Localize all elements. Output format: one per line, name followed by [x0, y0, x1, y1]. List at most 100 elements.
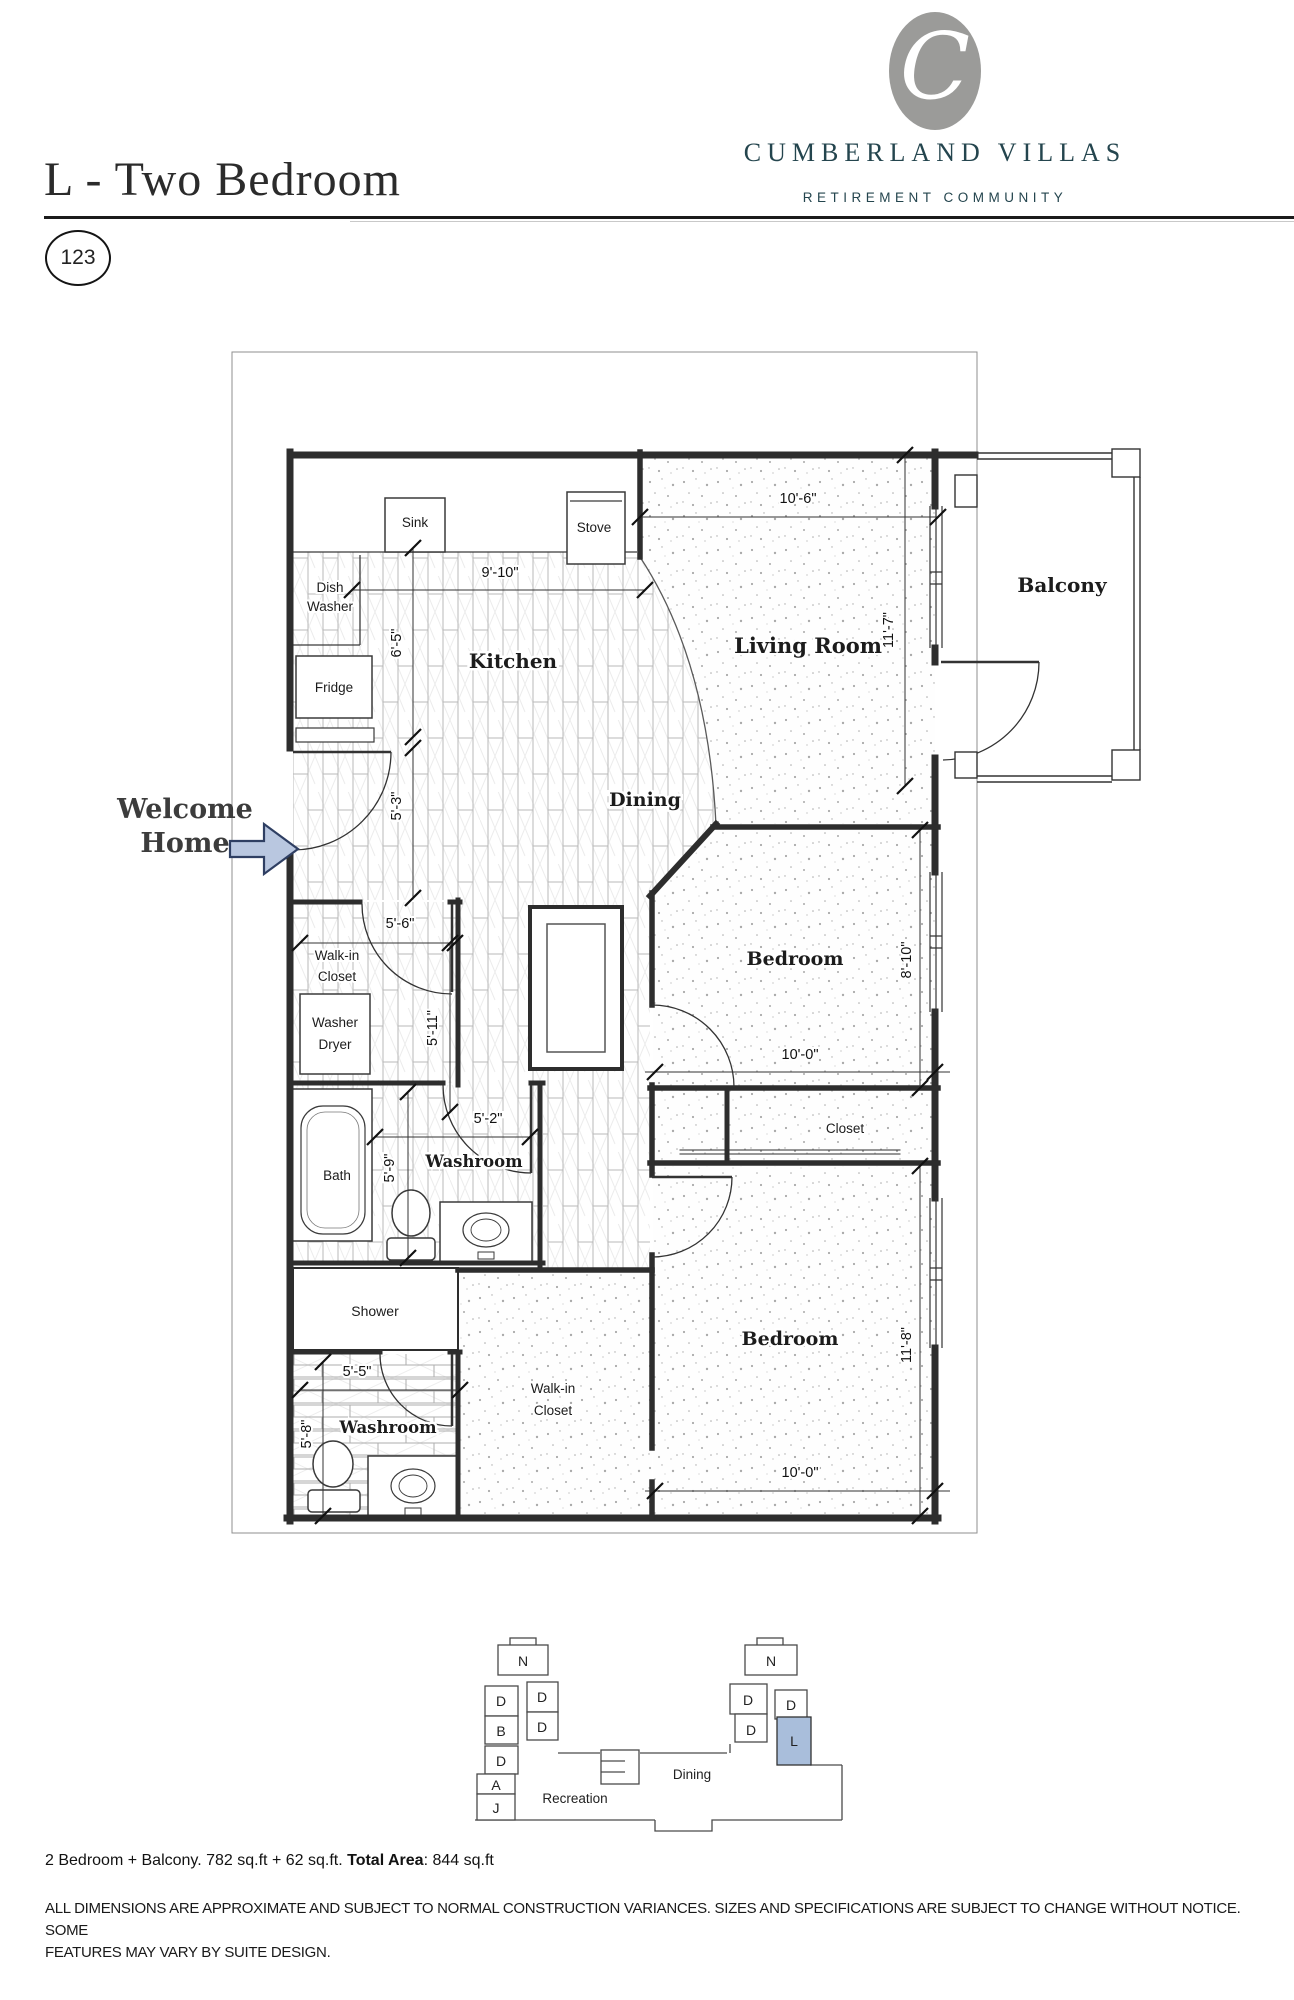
site-letter: J [493, 1800, 500, 1816]
label-dishwasher-line1: Dish [316, 580, 343, 595]
site-letter: A [491, 1777, 501, 1793]
toilet-1 [391, 1189, 431, 1237]
site-letter: D [537, 1689, 547, 1705]
site-unit [526, 1711, 559, 1741]
site-letter: D [537, 1719, 547, 1735]
site-plan: N D D D B D A J N D D D L Recreation Din… [475, 1637, 843, 1832]
total-area-label: Total Area [347, 1852, 424, 1869]
site-unit [497, 1644, 549, 1676]
site-area-recreation: Recreation [542, 1791, 607, 1806]
dim-bedroom1-depth: 8'-10" [899, 942, 915, 979]
label-bedroom-2: Bedroom [742, 1328, 839, 1350]
site-unit [484, 1715, 519, 1745]
plan-frame [231, 351, 978, 1534]
label-closet: Closet [826, 1121, 865, 1136]
header-rule [44, 216, 1294, 219]
floor-plan: 10'-6" 9'-10" 6'-5" 5'-3" 11'-7" 5'-6" 5… [228, 351, 1141, 1534]
label-wic2-line1: Walk-in [531, 1381, 576, 1396]
suite-number-badge: 123 [45, 230, 111, 286]
site-unit [734, 1713, 768, 1743]
page-title: L - Two Bedroom [44, 153, 401, 206]
dim-bedroom2-depth: 11'-8" [899, 1327, 915, 1363]
site-letter: D [496, 1693, 506, 1709]
disclaimer: ALL DIMENSIONS ARE APPROXIMATE AND SUBJE… [45, 1898, 1285, 1964]
site-letter-highlighted: L [790, 1733, 798, 1749]
dim-washroom2-width: 5'-5" [343, 1364, 372, 1380]
balcony-structure [954, 448, 1141, 783]
bathtub [300, 1105, 366, 1235]
label-wic1-line1: Walk-in [315, 948, 360, 963]
site-letter: D [743, 1692, 753, 1708]
header-rule-shadow [350, 221, 1294, 222]
site-unit [476, 1793, 516, 1821]
site-unit [526, 1681, 559, 1713]
dim-bedroom1-width: 10'-0" [782, 1047, 819, 1063]
label-wic2-line2: Closet [534, 1403, 573, 1418]
site-area-dining: Dining [673, 1767, 711, 1782]
windows [929, 506, 943, 1348]
brand-logo-icon: C [889, 12, 981, 130]
label-kitchen: Kitchen [469, 649, 558, 673]
dim-bedroom2-width: 10'-0" [782, 1465, 819, 1481]
counter-shelf [295, 727, 375, 743]
label-bath: Bath [323, 1168, 351, 1183]
dim-washroom1-width: 5'-2" [474, 1111, 503, 1127]
brand-initial: C [899, 13, 971, 120]
site-letter: N [518, 1653, 528, 1669]
site-unit [774, 1689, 808, 1720]
suite-summary: 2 Bedroom + Balcony. 782 sq.ft + 62 sq.f… [45, 1852, 494, 1870]
dim-washroom1-depth: 5'-9" [382, 1154, 398, 1183]
label-dryer: Dryer [319, 1037, 353, 1052]
total-area-value: : 844 sq.ft [423, 1852, 494, 1869]
dimension-labels: 10'-6" 9'-10" 6'-5" 5'-3" 11'-7" 5'-6" 5… [297, 489, 917, 1483]
sink-box [384, 497, 446, 553]
dim-kitchen-depth: 6'-5" [389, 629, 405, 658]
site-unit [484, 1685, 519, 1717]
label-stove: Stove [577, 520, 612, 535]
label-sink: Sink [402, 515, 429, 530]
site-letter: N [766, 1653, 776, 1669]
disclaimer-line1: ALL DIMENSIONS ARE APPROXIMATE AND SUBJE… [45, 1900, 1241, 1939]
shower-box [292, 1267, 459, 1351]
welcome-line2: Home [140, 828, 230, 859]
site-unit-highlighted [776, 1716, 812, 1766]
welcome-line1: Welcome [117, 794, 253, 825]
label-washroom-2: Washroom [338, 1418, 437, 1437]
dim-living-depth: 11'-7" [881, 612, 897, 648]
dim-hall-depth: 5'-11" [425, 1010, 441, 1046]
dim-living-width: 10'-6" [780, 491, 817, 507]
suite-number: 123 [60, 246, 96, 269]
walls [283, 448, 979, 1525]
label-dishwasher-line2: Washer [307, 599, 354, 614]
site-unit-letters: N D D D B D A J N D D D L Recreation Din… [491, 1653, 798, 1816]
label-balcony: Balcony [1017, 573, 1108, 597]
fridge-box [295, 655, 373, 719]
dim-kitchen-width: 9'-10" [482, 565, 519, 581]
brand-tagline: RETIREMENT COMMUNITY [802, 190, 1068, 205]
label-wic1-line2: Closet [318, 969, 357, 984]
dim-entry-depth: 5'-3" [389, 792, 405, 821]
site-unit [744, 1644, 798, 1676]
label-fridge: Fridge [315, 680, 353, 695]
label-bedroom-1: Bedroom [747, 948, 844, 970]
label-shower: Shower [351, 1303, 399, 1319]
disclaimer-line2: FEATURES MAY VARY BY SUITE DESIGN. [45, 1944, 331, 1961]
brand-name: CUMBERLAND VILLAS [743, 138, 1127, 167]
washer-dryer-box [299, 993, 371, 1075]
dimension-lines [291, 446, 950, 1525]
fixture-labels: Sink Stove Dish Washer Fridge Washer Dry… [305, 513, 613, 1054]
label-washer: Washer [312, 1015, 359, 1030]
site-letter: B [496, 1723, 505, 1739]
summary-text: 2 Bedroom + Balcony. 782 sq.ft + 62 sq.f… [45, 1852, 348, 1869]
label-dining: Dining [609, 789, 681, 811]
label-living-room: Living Room [734, 633, 882, 658]
site-letter: D [746, 1722, 756, 1738]
toilet-2 [312, 1440, 354, 1488]
room-labels: Kitchen Dining Living Room Balcony Bedro… [313, 571, 1111, 1440]
pantry-inner [546, 923, 606, 1053]
site-letter: D [496, 1753, 506, 1769]
casework [291, 491, 637, 1517]
stove-box [566, 491, 626, 565]
entry-arrow-icon [228, 821, 300, 877]
site-letter: D [786, 1697, 796, 1713]
